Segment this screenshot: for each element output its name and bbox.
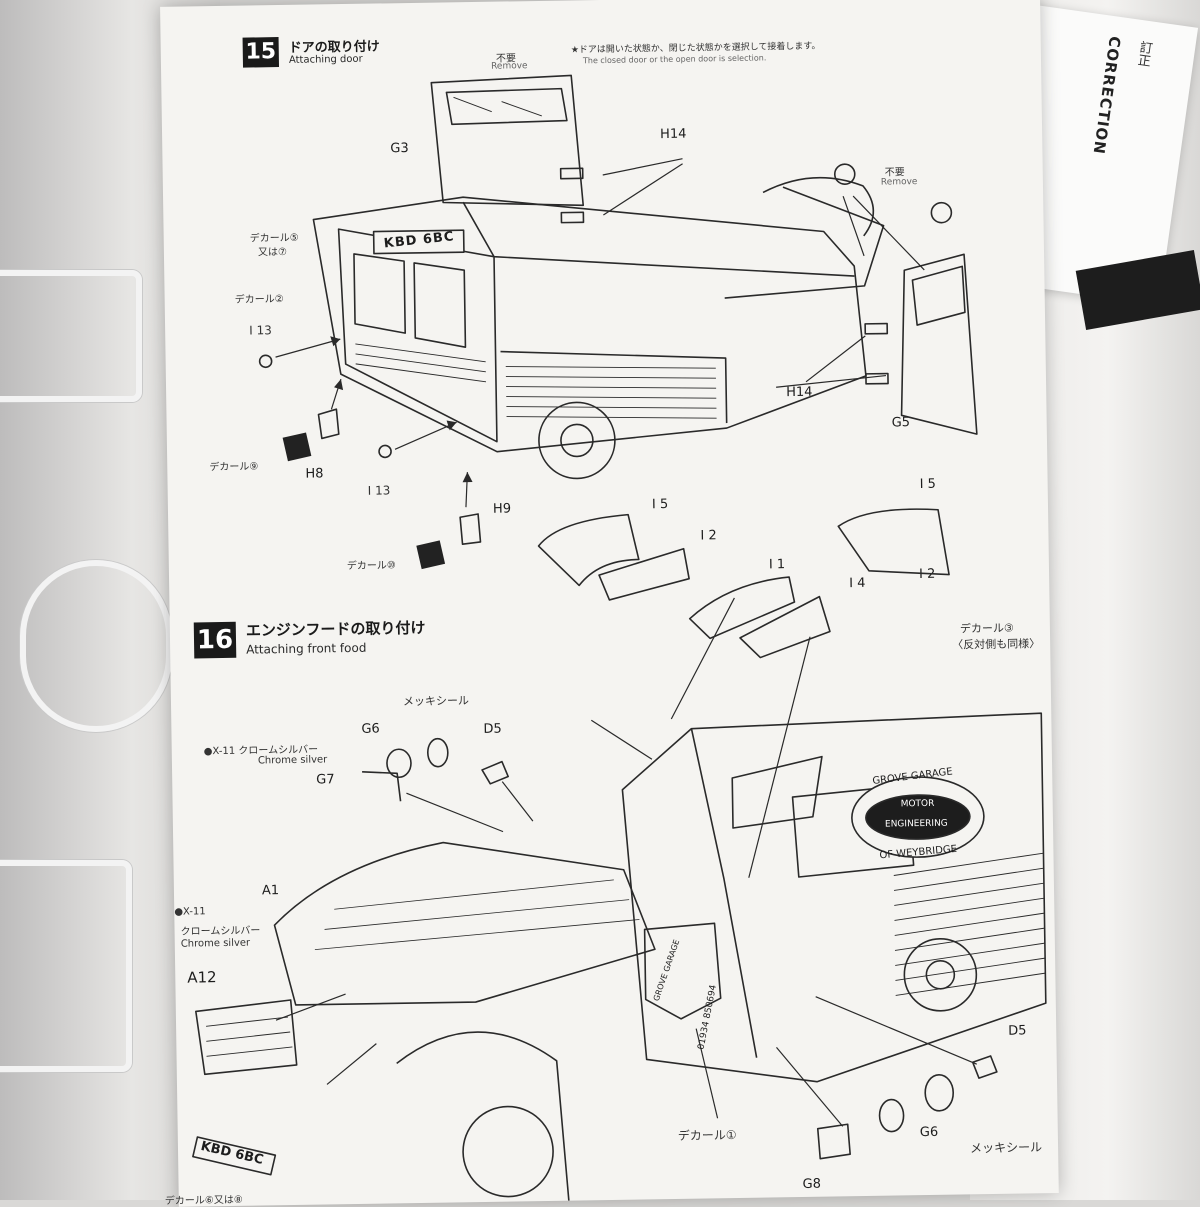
hinge-h14 (560, 211, 585, 224)
front-wheel (462, 1105, 554, 1198)
part-d5 (971, 1055, 998, 1079)
part-mekki-seal (427, 737, 449, 768)
rear-wheel (538, 401, 616, 480)
door-g3 (430, 74, 585, 207)
plastic-sprue (0, 270, 142, 402)
part-i5-right (837, 508, 950, 576)
part-g8 (816, 1123, 851, 1160)
plastic-sprue (20, 560, 172, 732)
part-i13 (258, 354, 273, 369)
logo-text-2: MOTOR (900, 798, 935, 810)
part-h9 (459, 513, 482, 546)
instruction-sheet: 15 ドアの取り付け Attaching door ★ドアは開いた状態か、閉じた… (160, 0, 1059, 1207)
door-shield-decal (643, 922, 722, 1020)
part-i5-left (537, 513, 640, 587)
part-mekki-seal (924, 1074, 955, 1112)
plate-box-top (372, 229, 465, 255)
van-side-body (621, 712, 1047, 1083)
part-g6 (878, 1098, 905, 1133)
correction-title: CORRECTION (1089, 35, 1124, 156)
side-window (791, 784, 915, 878)
assembly-drawings (192, 74, 1047, 1201)
part-h8 (317, 408, 340, 440)
part-i4 (739, 595, 831, 659)
part-g6 (386, 748, 412, 779)
part-g7 (362, 771, 402, 802)
correction-jp: 訂正 (1134, 39, 1153, 68)
hood-a1 (273, 841, 656, 1006)
part-i1 (688, 576, 796, 640)
mirror (930, 201, 953, 224)
hinge-h14 (559, 167, 584, 180)
door-g5 (900, 253, 978, 435)
part-i2-left (598, 547, 690, 601)
windshield (731, 755, 823, 829)
plastic-sprue (0, 860, 132, 1072)
grille-a12 (195, 999, 298, 1076)
part-d5 (481, 760, 509, 785)
mirror (833, 163, 856, 185)
plate-box-bottom (192, 1136, 277, 1176)
part-i13 (378, 444, 392, 459)
van-cab-front (724, 186, 885, 299)
hinge-h14 (865, 372, 889, 385)
hinge-h14 (864, 322, 889, 335)
rear-wheel-16 (903, 937, 978, 1012)
logo-text-3: ENGINEERING (884, 818, 948, 830)
